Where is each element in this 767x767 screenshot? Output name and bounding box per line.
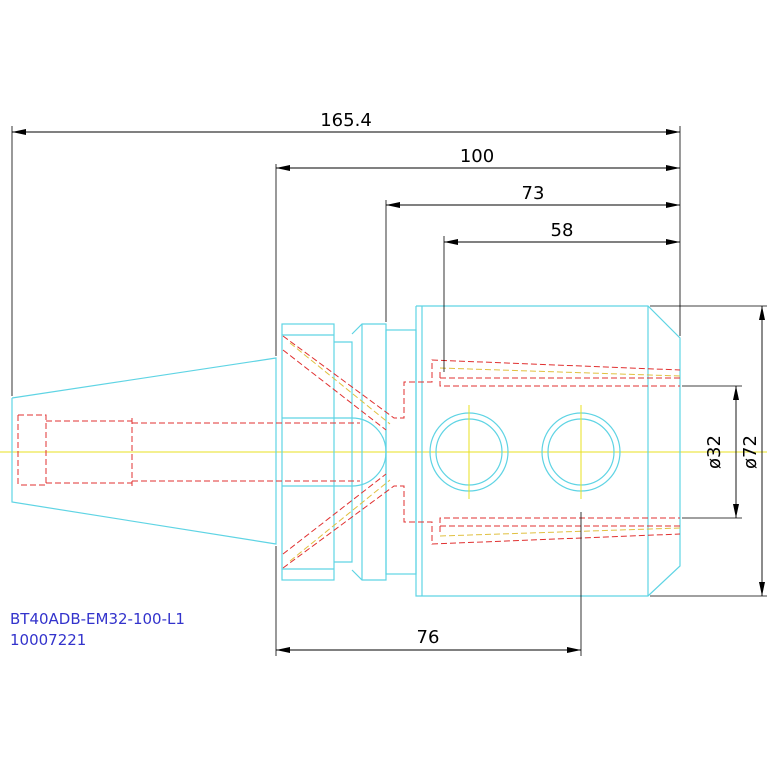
dim-73-label: 73 [522,183,545,204]
dim-line-76 [276,647,581,653]
dim-58-label: 58 [551,220,574,241]
dim-d72-label: ø72 [740,435,761,469]
dim-d32-label: ø32 [704,435,725,469]
dim-line-73 [386,202,680,208]
part-number-label: 10007221 [10,631,86,649]
dim-line-165 [12,129,680,135]
dim-100-label: 100 [460,146,494,167]
dim-165-label: 165.4 [320,110,372,131]
taper-shank [11,357,277,545]
dim-76-label: 76 [417,627,440,648]
dim-line-100 [276,165,680,171]
dim-line-d72 [759,306,765,596]
main-body [415,305,681,597]
extension-lines [11,126,767,656]
flange [281,323,417,581]
part-name-label: BT40ADB-EM32-100-L1 [10,610,185,628]
dim-line-d32 [733,386,739,518]
dim-line-58 [444,239,680,245]
hidden-lines [17,335,681,569]
